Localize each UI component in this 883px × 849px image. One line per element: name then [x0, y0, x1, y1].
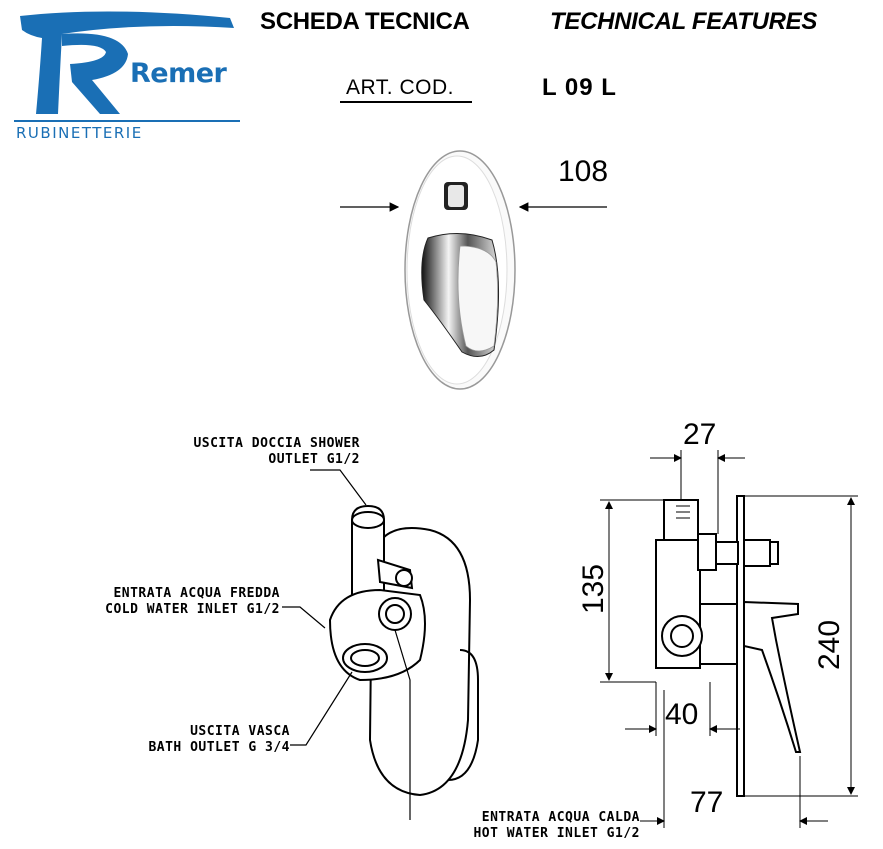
dimension-lines [600, 450, 858, 828]
art-cod-label: ART. COD. [346, 76, 454, 99]
side-view [655, 495, 802, 797]
brand-name: Remer [130, 58, 227, 89]
label-cold-water-inlet: ENTRATA ACQUA FREDDA COLD WATER INLET G1… [105, 586, 280, 617]
dimension-135: 135 [577, 563, 610, 615]
art-cod-underline [340, 101, 472, 103]
title-italian: SCHEDA TECNICA [260, 8, 470, 35]
label-hot-water-inlet: ENTRATA ACQUA CALDA HOT WATER INLET G1/2 [473, 810, 640, 841]
article-code: L 09 L [542, 74, 617, 101]
dimension-27: 27 [683, 418, 717, 451]
front-view-plate [404, 150, 516, 390]
dimension-240: 240 [813, 619, 846, 671]
dimension-plate-width: 108 [558, 155, 609, 188]
title-english: TECHNICAL FEATURES [550, 8, 818, 35]
brand-subtitle: RUBINETTERIE [16, 124, 143, 142]
dimension-77: 77 [690, 786, 724, 819]
leader-lines [282, 469, 411, 820]
label-bath-outlet: USCITA VASCA BATH OUTLET G 3/4 [148, 724, 290, 755]
label-shower-outlet: USCITA DOCCIA SHOWER OUTLET G1/2 [193, 436, 360, 467]
dimension-40: 40 [665, 698, 699, 731]
isometric-view [328, 504, 479, 797]
